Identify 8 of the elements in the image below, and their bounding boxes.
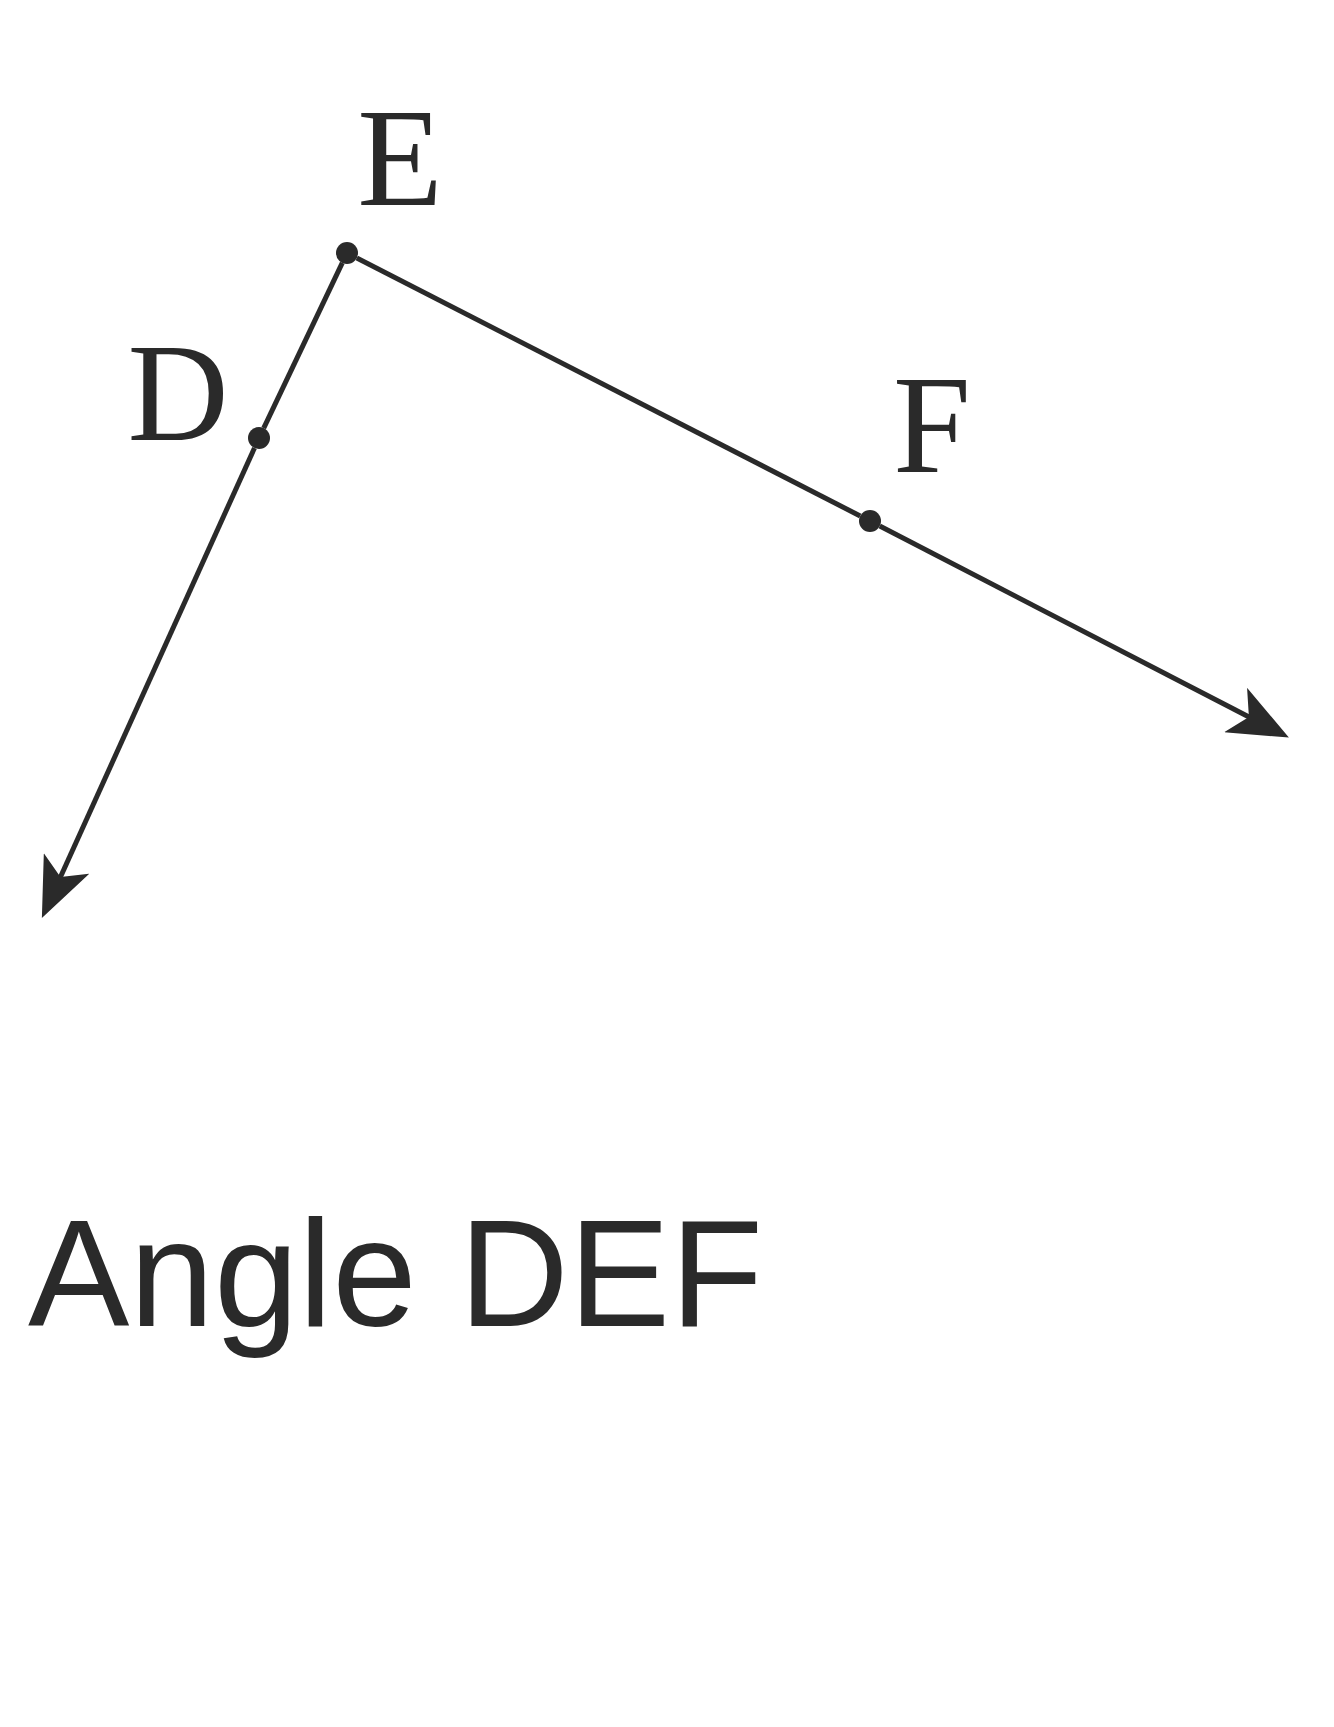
line-segment bbox=[261, 261, 345, 430]
ray-arrow bbox=[878, 523, 1289, 738]
line-segment bbox=[355, 255, 862, 519]
point-label: E bbox=[357, 88, 443, 228]
point-label: F bbox=[893, 355, 971, 495]
caption: Angle DEF bbox=[28, 1190, 763, 1358]
ray-arrow bbox=[41, 447, 257, 919]
point-label: D bbox=[127, 323, 229, 463]
